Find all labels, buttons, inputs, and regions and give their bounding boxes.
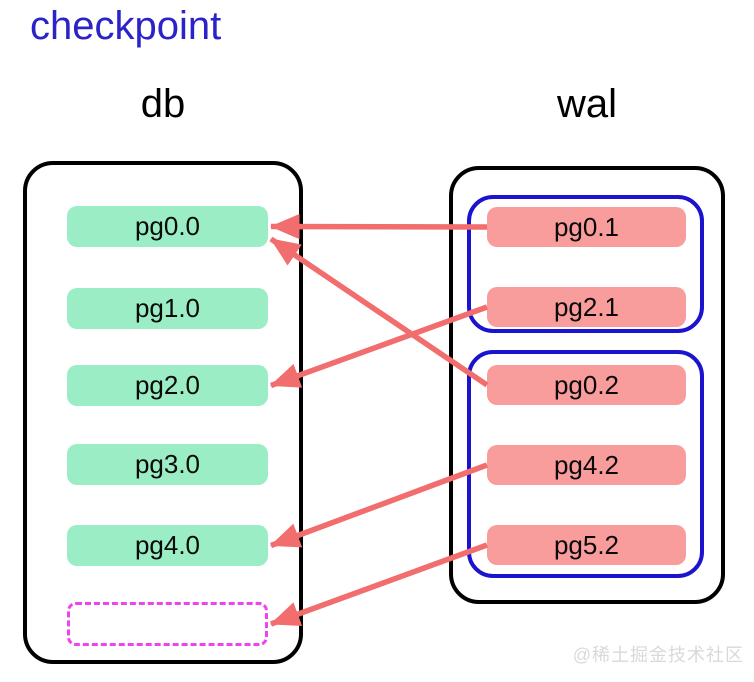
wal-record-box: pg0.2 xyxy=(487,365,686,405)
wal-container: pg0.1 pg2.1 pg0.2 pg4.2 pg5.2 xyxy=(449,166,725,604)
wal-checkpoint-group-2: pg0.2 pg4.2 pg5.2 xyxy=(467,350,704,578)
wal-record-box: pg4.2 xyxy=(487,445,686,485)
wal-checkpoint-group-1: pg0.1 pg2.1 xyxy=(467,195,704,333)
wal-record-box: pg0.1 xyxy=(487,207,686,247)
db-column-heading: db xyxy=(140,82,186,126)
db-page-box: pg4.0 xyxy=(67,525,268,566)
db-page-box: pg3.0 xyxy=(67,444,268,485)
db-page-box: pg0.0 xyxy=(67,206,268,247)
wal-record-box: pg2.1 xyxy=(487,287,686,327)
db-page-box: pg2.0 xyxy=(67,365,268,406)
db-page-box: pg1.0 xyxy=(67,288,268,329)
wal-record-box: pg5.2 xyxy=(487,525,686,565)
db-container: pg0.0 pg1.0 pg2.0 pg3.0 pg4.0 xyxy=(23,161,303,664)
wal-column-heading: wal xyxy=(556,82,618,126)
empty-page-slot xyxy=(67,602,268,646)
diagram-title: checkpoint xyxy=(30,4,222,48)
watermark: @稀土掘金技术社区 xyxy=(572,645,744,665)
